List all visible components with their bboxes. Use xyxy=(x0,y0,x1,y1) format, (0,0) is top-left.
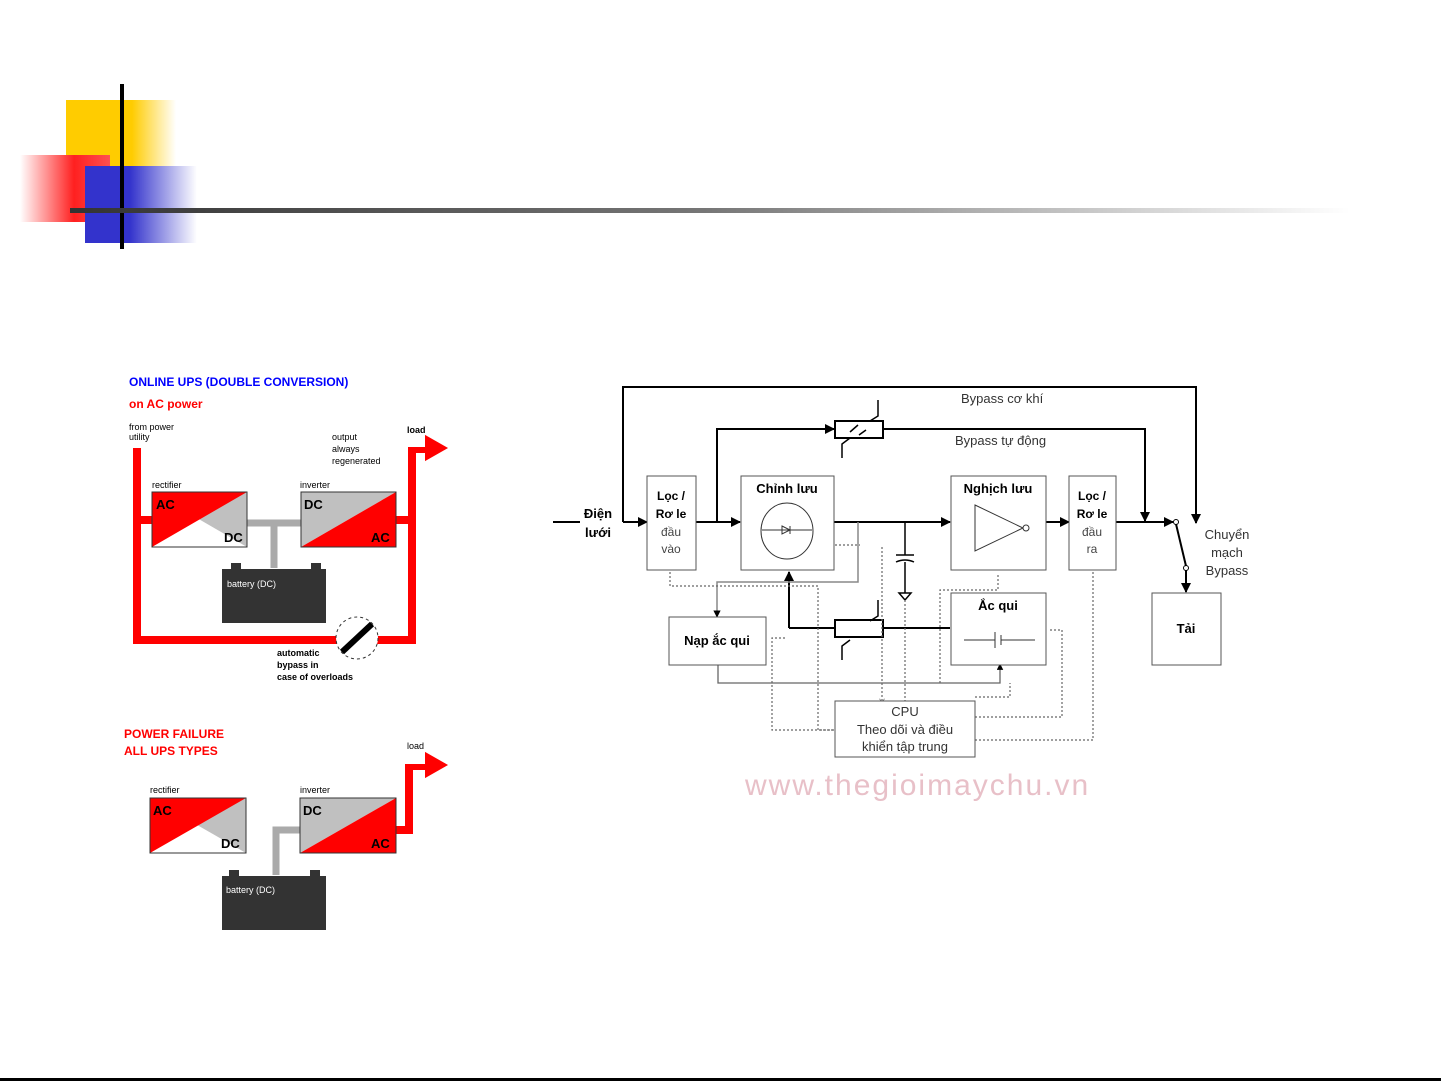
cpu-label: CPU xyxy=(891,704,918,719)
input-filter-label: Rơ le xyxy=(656,507,687,521)
input-filter-label: vào xyxy=(661,542,681,556)
output-filter-label: ra xyxy=(1087,542,1098,556)
slide-logo-decoration xyxy=(20,84,1350,249)
output-note: output xyxy=(332,432,358,442)
grid-input-label: Điện xyxy=(584,506,612,521)
cpu-label: Theo dõi và điều xyxy=(857,722,953,737)
load-block xyxy=(1151,592,1222,666)
battery-symbol-icon xyxy=(964,632,1035,648)
on-ac-power-label: on AC power xyxy=(129,397,203,411)
bottom-border xyxy=(0,1078,1441,1081)
inverter-label: inverter xyxy=(300,480,330,490)
input-filter-label: đầu xyxy=(661,525,681,539)
online-ups-title: ONLINE UPS (DOUBLE CONVERSION) xyxy=(129,375,348,389)
rectifier-label: rectifier xyxy=(150,785,180,795)
inverter-symbol-icon xyxy=(974,504,1025,552)
cpu-label: khiển tập trung xyxy=(862,739,948,754)
dc-label: DC xyxy=(221,836,240,851)
battery-block: battery (DC) xyxy=(222,563,326,623)
dc-label: DC xyxy=(224,530,243,545)
inverter-label: inverter xyxy=(300,785,330,795)
power-failure-diagram: POWER FAILURE ALL UPS TYPES load rectifi… xyxy=(124,727,449,930)
output-filter-label: Rơ le xyxy=(1077,507,1108,521)
output-filter-block xyxy=(1068,475,1117,571)
output-filter-label: đầu xyxy=(1082,525,1102,539)
output-note: always xyxy=(332,444,360,454)
utility-label: utility xyxy=(129,432,150,442)
ups-block-diagram-blocks: Điện lưới Lọc / Rơ le đầu vào Chỉnh lưu … xyxy=(584,391,1250,758)
inverter-block xyxy=(950,475,1047,571)
output-filter-label: Lọc / xyxy=(1078,489,1107,503)
bypass-switch-label: mạch xyxy=(1211,545,1243,560)
rectifier-label: rectifier xyxy=(152,480,182,490)
load-label: load xyxy=(407,741,424,751)
load-label: Tải xyxy=(1177,621,1196,636)
bypass-switch-label: Chuyển xyxy=(1205,527,1250,542)
bypass-note: case of overloads xyxy=(277,672,353,682)
rectifier-block xyxy=(740,475,835,571)
battery-block xyxy=(950,592,1047,666)
battery-label: battery (DC) xyxy=(227,579,276,589)
auto-bypass-label: Bypass tự động xyxy=(955,433,1046,448)
battery-label: battery (DC) xyxy=(226,885,275,895)
all-ups-types-title: ALL UPS TYPES xyxy=(124,744,218,758)
bypass-note: bypass in xyxy=(277,660,319,670)
inverter-block: DC AC xyxy=(300,491,397,548)
ac-label: AC xyxy=(153,803,172,818)
ac-label: AC xyxy=(371,530,390,545)
cpu-block xyxy=(834,700,976,758)
power-failure-title: POWER FAILURE xyxy=(124,727,224,741)
bypass-switch-label: Bypass xyxy=(1206,563,1249,578)
input-filter-block xyxy=(646,475,697,571)
ac-label: AC xyxy=(156,497,175,512)
ac-label: AC xyxy=(371,836,390,851)
dc-label: DC xyxy=(303,803,322,818)
grid-input-label: lưới xyxy=(585,525,611,540)
output-note: regenerated xyxy=(332,456,381,466)
from-power-label: from power xyxy=(129,422,174,432)
battery-charger-label: Nạp ắc qui xyxy=(684,633,750,648)
ups-block-diagram: www.thegioimaychu.vn xyxy=(553,386,1201,802)
watermark: www.thegioimaychu.vn xyxy=(744,769,1090,802)
battery-charger-block xyxy=(668,616,767,666)
rectifier-block: AC DC xyxy=(151,491,248,548)
battery-label: Ắc qui xyxy=(978,598,1018,613)
bypass-note: automatic xyxy=(277,648,320,658)
diode-icon xyxy=(760,502,814,560)
inverter-label: Nghịch lưu xyxy=(964,481,1033,496)
load-label: load xyxy=(407,425,426,435)
input-filter-label: Lọc / xyxy=(657,489,686,503)
dc-label: DC xyxy=(304,497,323,512)
mechanical-bypass-label: Bypass cơ khí xyxy=(961,391,1044,406)
online-ups-diagram: ONLINE UPS (DOUBLE CONVERSION) on AC pow… xyxy=(129,375,449,682)
rectifier-label: Chỉnh lưu xyxy=(756,481,817,496)
